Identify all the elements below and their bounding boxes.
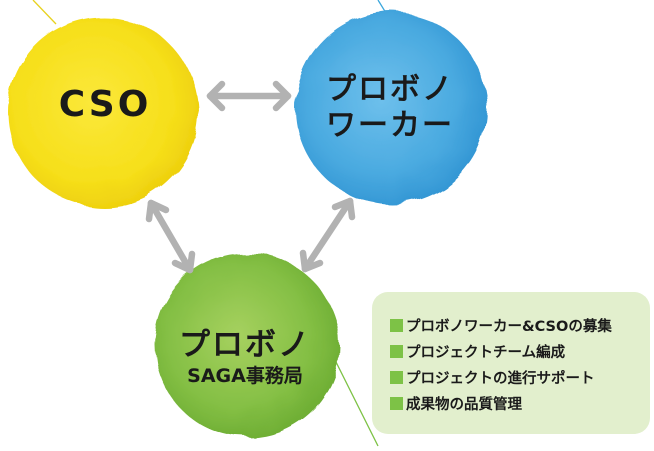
role-text: プロジェクトの進行サポート <box>406 370 595 387</box>
role-item: プロボノワーカー&CSOの募集 <box>390 312 650 338</box>
roles-list: プロボノワーカー&CSOの募集 プロジェクトチーム編成 プロジェクトの進行サポー… <box>372 292 650 416</box>
role-text: 成果物の品質管理 <box>406 396 522 413</box>
yellow-accent-line <box>32 0 57 25</box>
worker-label-line1: プロボノ <box>326 72 454 107</box>
worker-label-line2: ワーカー <box>326 108 454 143</box>
saga-label: プロボノ SAGA事務局 <box>150 326 340 388</box>
worker-label: プロボノ ワーカー <box>300 72 480 144</box>
role-item: プロジェクトの進行サポート <box>390 364 650 390</box>
saga-label-line1: プロボノ <box>179 327 311 363</box>
green-accent-line <box>333 357 379 447</box>
arrow-cso-worker <box>206 80 292 112</box>
worker-circle <box>295 12 487 204</box>
saga-circle <box>155 253 339 437</box>
arrow-worker-saga <box>299 197 356 273</box>
saga-label-line2: SAGA事務局 <box>187 365 303 387</box>
role-text: プロジェクトチーム編成 <box>406 344 566 361</box>
square-bullet-icon <box>390 396 403 410</box>
role-item: プロジェクトチーム編成 <box>390 338 650 364</box>
roles-panel: プロボノワーカー&CSOの募集 プロジェクトチーム編成 プロジェクトの進行サポー… <box>372 292 650 434</box>
role-item: 成果物の品質管理 <box>390 390 650 416</box>
cso-circle <box>8 17 198 207</box>
cso-label: CSO <box>58 84 152 125</box>
square-bullet-icon <box>390 370 403 384</box>
arrow-cso-saga <box>145 199 196 274</box>
square-bullet-icon <box>390 318 403 332</box>
role-text: プロボノワーカー&CSOの募集 <box>406 318 612 335</box>
square-bullet-icon <box>390 344 403 358</box>
